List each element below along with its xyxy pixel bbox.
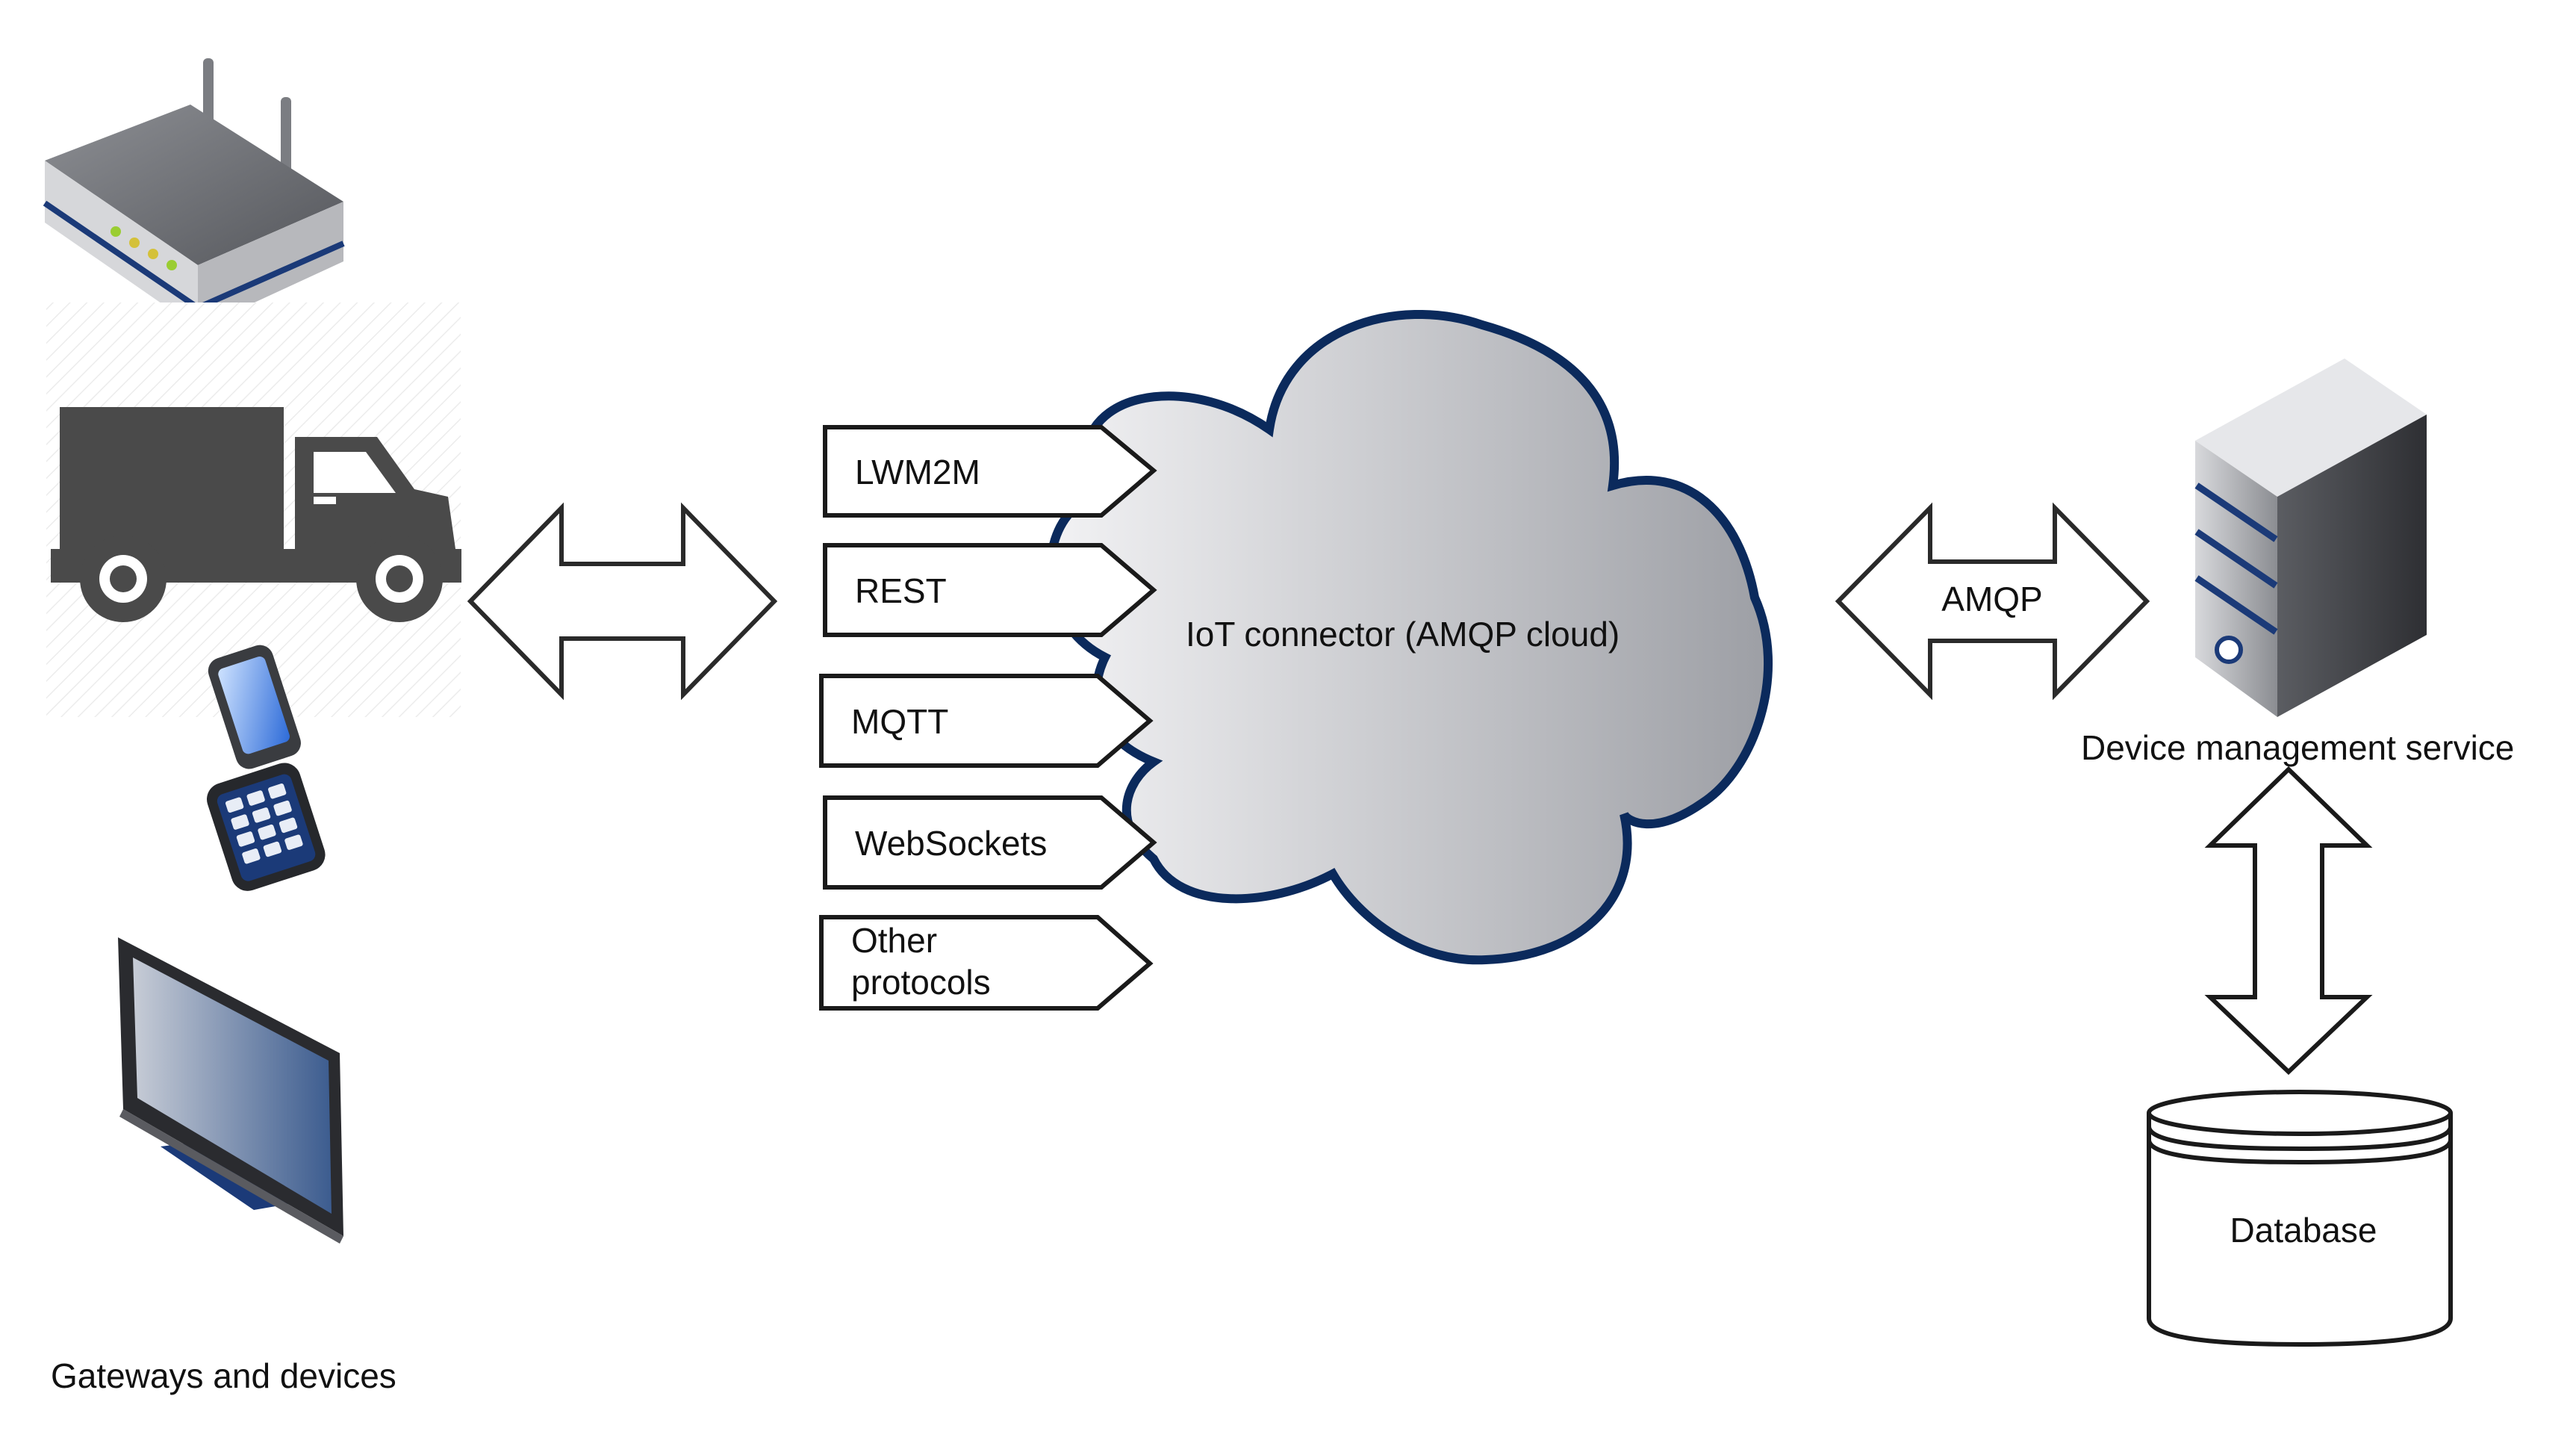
cloud-label: IoT connector (AMQP cloud) [1186,615,1620,654]
protocol-tag-mqtt: MQTT [819,674,1154,768]
protocol-tag-websockets: WebSockets [823,795,1157,890]
amqp-arrow [1835,502,2150,701]
protocol-label: REST [855,571,947,610]
database-cylinder-icon [2147,1090,2453,1347]
monitor-icon [118,937,343,1244]
protocol-tag-rest: REST [823,543,1157,637]
server-label: Device management service [2081,728,2514,767]
server-tower-icon [2194,359,2427,717]
server-to-database-arrow [2204,766,2373,1076]
protocol-label: WebSockets [855,824,1047,863]
devices-caption: Gateways and devices [51,1356,396,1395]
amqp-label: AMQP [1941,580,2042,618]
router-icon [43,58,345,329]
protocol-tag-lwm2m: LWM2M [823,425,1157,518]
database-label: Database [2230,1211,2377,1250]
flip-phone-icon [207,645,326,891]
protocol-tag-other: Other protocols [819,915,1154,1011]
protocol-label: MQTT [851,702,948,741]
protocol-label: Other protocols [851,921,991,1002]
devices-to-connector-arrow [467,502,778,701]
protocol-label: LWM2M [855,453,980,491]
